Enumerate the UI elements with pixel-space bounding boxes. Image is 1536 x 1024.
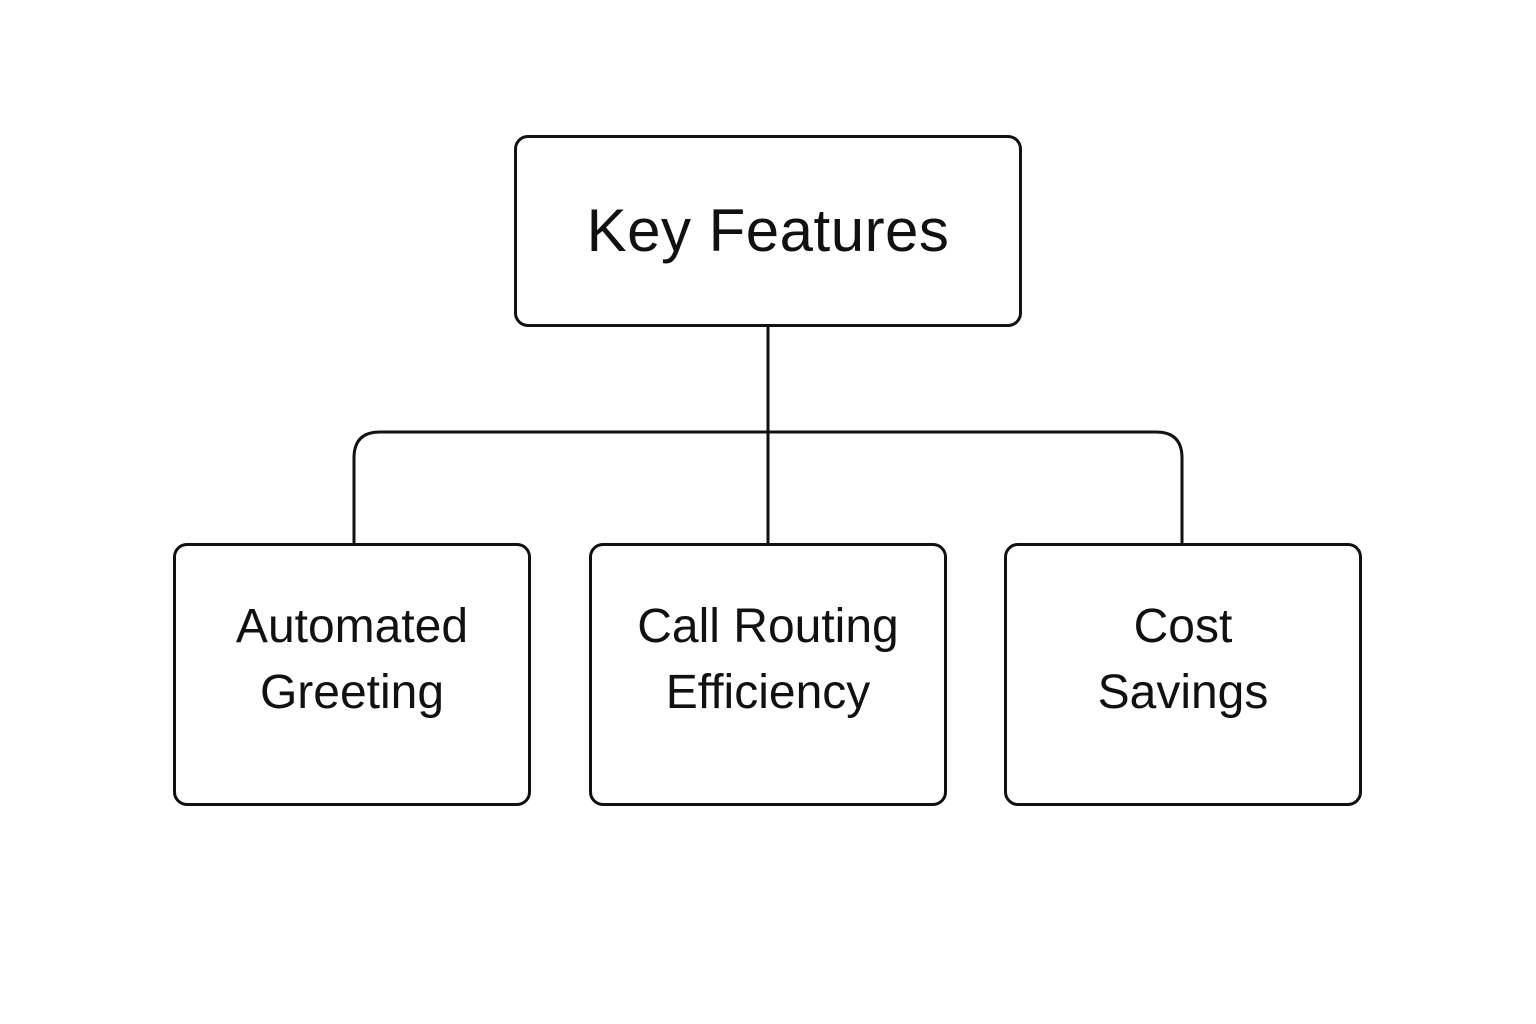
child-node-label: Cost Savings bbox=[1098, 594, 1269, 726]
child-node-label-line: Call Routing bbox=[637, 599, 899, 653]
child-node-label-line: Efficiency bbox=[665, 665, 871, 719]
child-node-label: Automated Greeting bbox=[236, 594, 468, 726]
child-node-call-routing-efficiency: Call Routing Efficiency bbox=[589, 543, 947, 806]
child-node-label-line: Automated bbox=[235, 599, 469, 653]
child-node-label-line: Greeting bbox=[259, 665, 445, 719]
root-node-key-features: Key Features bbox=[514, 135, 1022, 327]
child-node-cost-savings: Cost Savings bbox=[1004, 543, 1362, 806]
connector-bus-left bbox=[352, 430, 768, 543]
root-node-label: Key Features bbox=[586, 197, 950, 264]
child-node-label: Call Routing Efficiency bbox=[637, 594, 898, 726]
child-node-label-line: Cost bbox=[1133, 599, 1233, 653]
connector-bus-right bbox=[768, 430, 1184, 543]
child-node-automated-greeting: Automated Greeting bbox=[173, 543, 531, 806]
child-node-label-line: Savings bbox=[1097, 665, 1269, 719]
